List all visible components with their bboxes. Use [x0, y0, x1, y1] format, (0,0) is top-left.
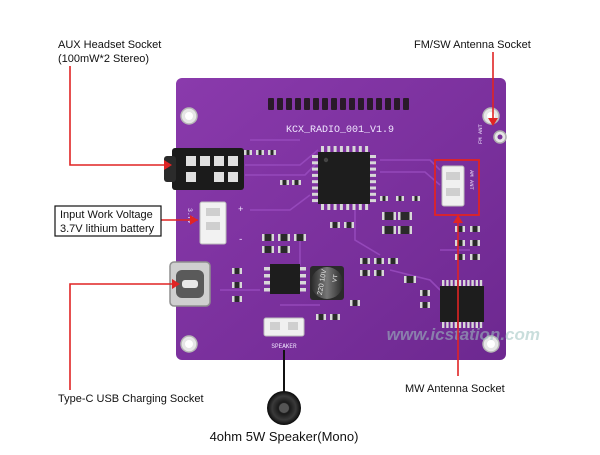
board-model-label: KCX_RADIO_001_V1.9 [286, 125, 394, 136]
pointer-typec [69, 283, 172, 390]
cap-value-silk: 220 10V [317, 268, 328, 295]
silk-speaker: SPEAKER [271, 343, 297, 350]
fm-ant-silk: FM ANT [477, 123, 484, 144]
smd-components [232, 150, 480, 320]
voltage-label-box [54, 205, 162, 237]
typec-label: Type-C USB Charging Socket [58, 393, 204, 405]
cap-code-silk: VT [332, 274, 339, 283]
pointer-aux [69, 66, 164, 166]
silk-plus: + [238, 205, 243, 215]
amp-ic-chip [264, 264, 306, 294]
watermark: www.icstation.com [387, 325, 540, 344]
voltage-label-line1: Input Work Voltage [60, 209, 153, 221]
pointer-arrowheads [164, 118, 498, 289]
am-antenna-connector [441, 165, 465, 207]
type-c-socket [169, 261, 211, 307]
silk-3v7: 3.7V [186, 208, 193, 224]
secondary-ic-chip [440, 280, 484, 328]
am-ant-silk: AM ANT [468, 170, 475, 191]
battery-connector [199, 201, 227, 245]
electrolytic-capacitor: 220 10V VT [310, 266, 344, 300]
speaker-connector [263, 317, 305, 337]
aux-label-line2: (100mW*2 Stereo) [58, 53, 149, 65]
fm-sw-label: FM/SW Antenna Socket [414, 39, 531, 51]
mw-highlight-box [434, 159, 480, 216]
speaker-cone [279, 403, 289, 413]
aux-headset-jack [164, 148, 244, 190]
header-pads [268, 98, 409, 110]
silk-minus: - [238, 235, 243, 245]
speaker-label: 4ohm 5W Speaker(Mono) [210, 429, 359, 444]
mw-label: MW Antenna Socket [405, 383, 505, 395]
voltage-label-line2: 3.7V lithium battery [60, 223, 155, 235]
pcb-traces [220, 139, 470, 306]
main-ic-chip [312, 146, 376, 210]
aux-label-line1: AUX Headset Socket [58, 39, 161, 51]
